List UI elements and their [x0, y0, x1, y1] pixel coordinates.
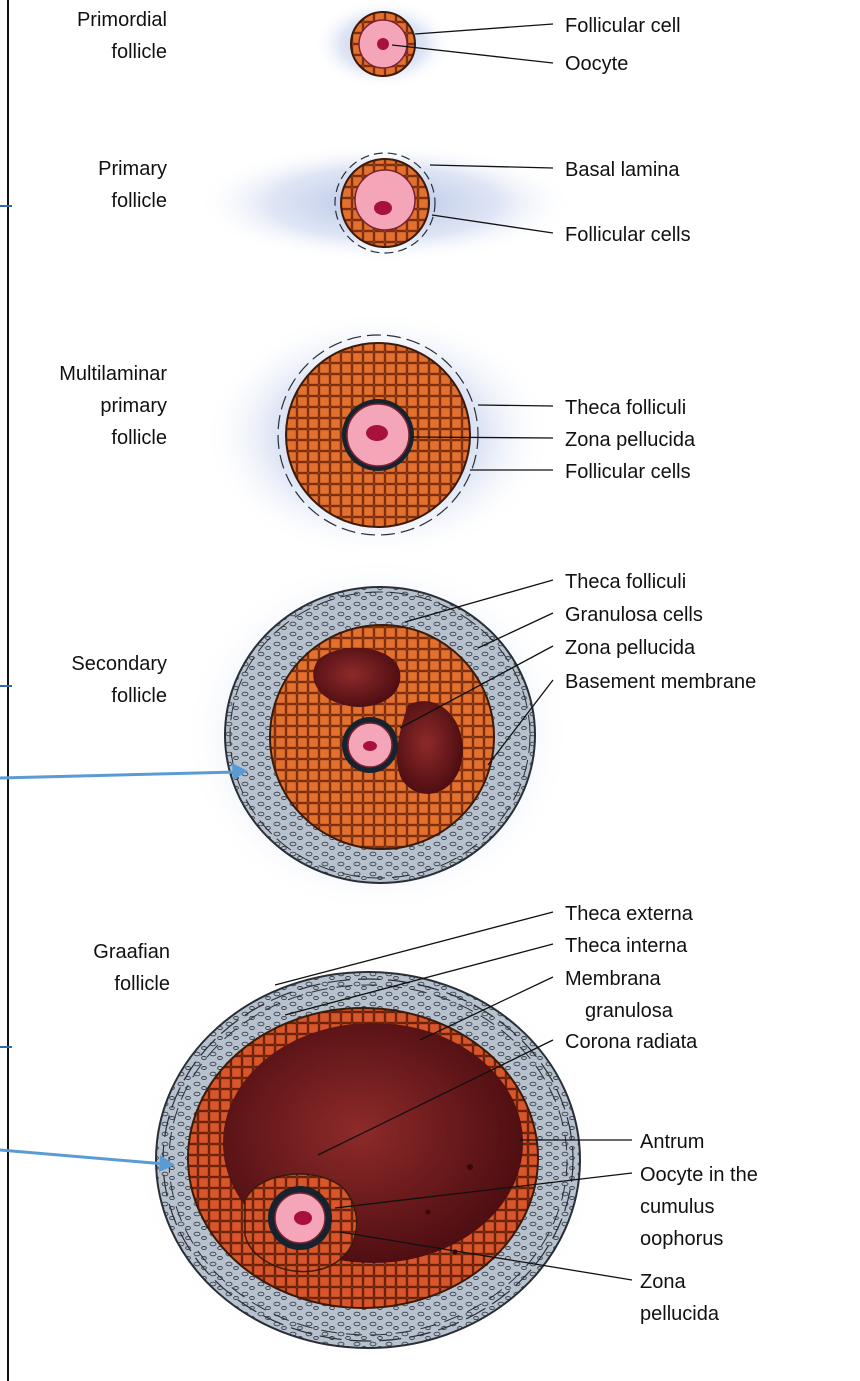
label-granulosa-cells: Granulosa cells [565, 604, 703, 626]
stage-label-graafian: Graafianfollicle [93, 941, 170, 995]
stage-label-primary: Primaryfollicle [98, 158, 167, 212]
label-oocyte: Oocyte [565, 53, 628, 75]
label-basal-lamina: Basal lamina [565, 159, 680, 181]
label-theca-folliculi: Theca folliculi [565, 397, 686, 419]
label-follicular-cells: Follicular cells [565, 224, 691, 246]
multilaminar-primary-follicle-illustration [203, 310, 553, 560]
primordial-follicle-illustration [313, 0, 453, 89]
label-membrana-granulosa: Membranagranulosa [565, 968, 674, 1022]
label-theca-externa: Theca externa [565, 903, 694, 925]
label-oocyte-cumulus-oophorus: Oocyte in thecumulusoophorus [640, 1164, 758, 1250]
label-follicular-cells: Follicular cells [565, 461, 691, 483]
stage-label-secondary: Secondaryfollicle [71, 653, 167, 707]
stage-label-multilaminar: Multilaminarprimaryfollicle [59, 363, 167, 449]
secondary-follicle-illustration [183, 555, 573, 915]
label-basement-membrane: Basement membrane [565, 671, 756, 693]
label-zona-pellucida: Zona pellucida [565, 429, 696, 451]
label-corona-radiata: Corona radiata [565, 1031, 698, 1053]
label-follicular-cell: Follicular cell [565, 15, 681, 37]
primary-follicle-illustration [195, 143, 575, 263]
label-zona-pellucida: Zona pellucida [565, 637, 696, 659]
label-theca-interna: Theca interna [565, 935, 688, 957]
label-antrum: Antrum [640, 1131, 704, 1153]
label-zona-pellucida: Zonapellucida [640, 1271, 720, 1325]
graafian-follicle-illustration [133, 955, 603, 1365]
label-theca-folliculi: Theca folliculi [565, 571, 686, 593]
stage-label-primordial: Primordialfollicle [77, 9, 167, 63]
